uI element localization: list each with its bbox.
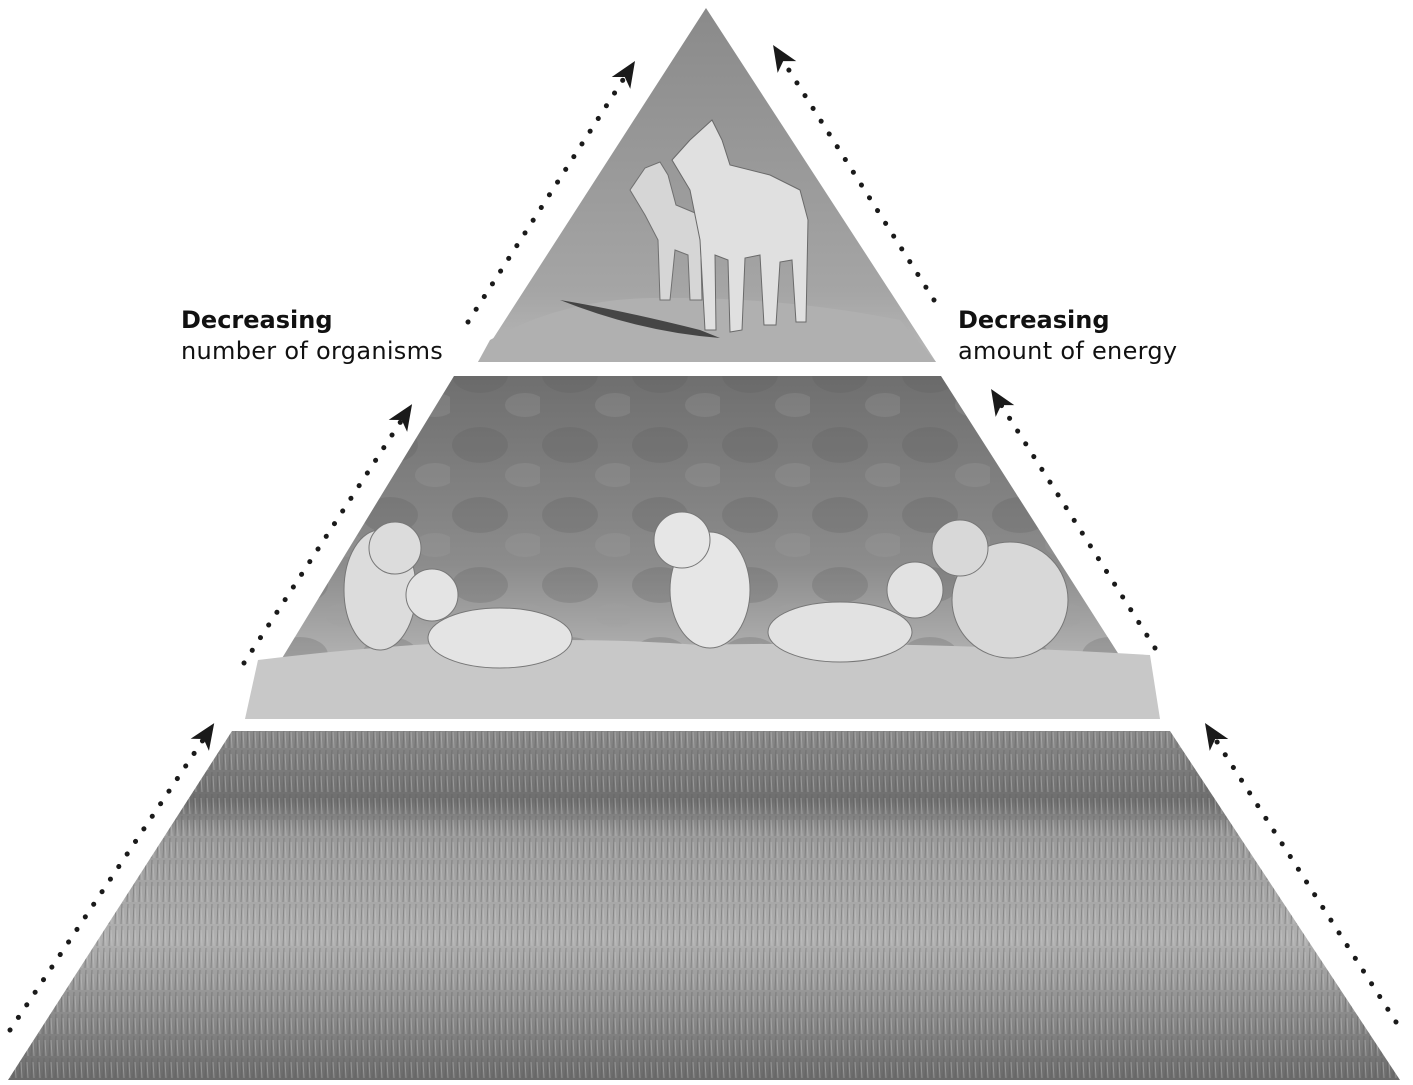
right-label-text: amount of energy	[958, 336, 1177, 367]
right-label-bold: Decreasing	[958, 305, 1177, 336]
left-label-bold: Decreasing	[181, 305, 443, 336]
left-axis-label: Decreasing number of organisms	[181, 305, 443, 367]
right-axis-label: Decreasing amount of energy	[958, 305, 1177, 367]
pyramid-level-top	[478, 8, 936, 362]
pyramid-level-bottom	[8, 731, 1400, 1080]
left-label-text: number of organisms	[181, 336, 443, 367]
pyramid-level-middle	[245, 376, 1160, 719]
